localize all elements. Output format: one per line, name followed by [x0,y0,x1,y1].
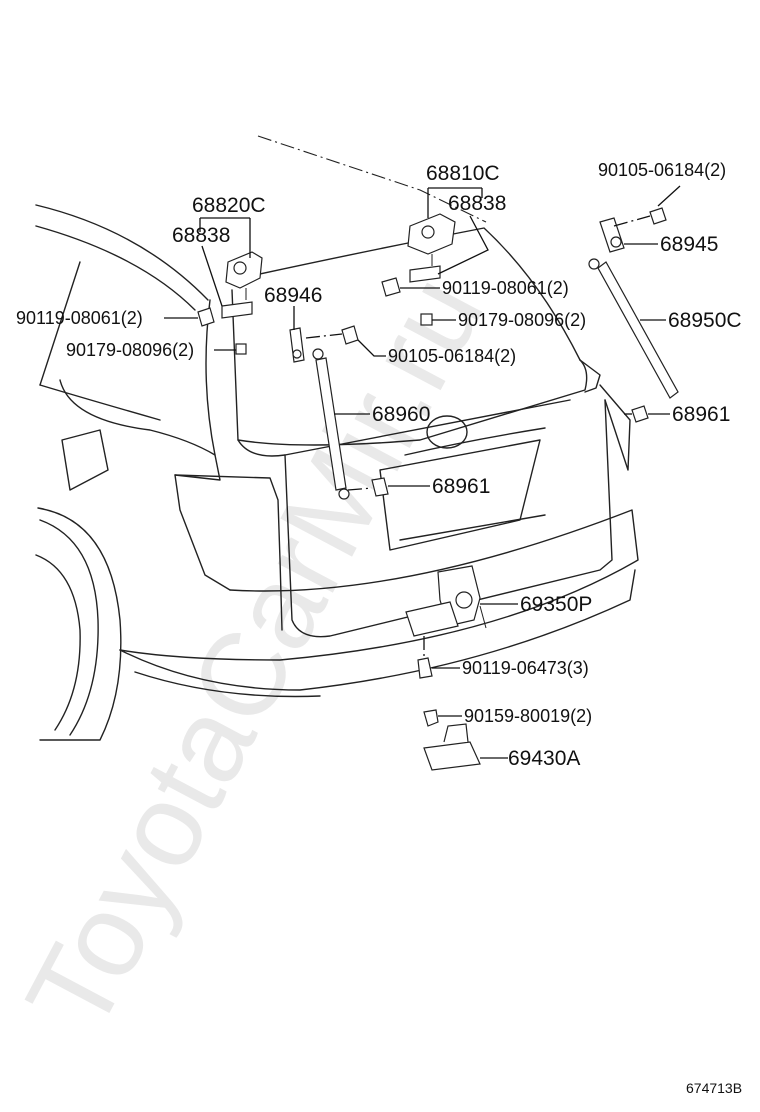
bolt-90119-left [197,307,215,327]
bolt-90119-06473 [417,657,433,679]
label-90119-06473: 90119-06473(3) [462,658,589,678]
nut-90179-left [235,343,247,355]
gas-strut-68950C [588,258,679,399]
label-69350P: 69350P [520,593,592,616]
stay-bracket-68946 [289,327,305,363]
figure-code: 674713B [686,1080,742,1096]
label-68838-left: 68838 [172,224,230,247]
gas-strut-68960 [312,348,350,500]
stay-bracket-68945 [599,217,625,253]
label-90105-06184-mid: 90105-06184(2) [388,346,516,366]
bolt-90105-top [649,207,667,225]
label-90159-80019: 90159-80019(2) [464,706,592,726]
ball-stud-68961-mid [371,477,389,497]
leader-lines [164,185,681,759]
left-hinge-68820C [221,251,263,319]
label-68820C: 68820C [192,194,266,217]
bolt-90119-right [381,277,401,297]
watermark-text: ToyotaCarMir.ru [1,255,509,1052]
label-68961-right: 68961 [672,403,730,426]
ball-stud-68961-right [631,405,649,423]
label-68960: 68960 [372,403,430,426]
label-90179-08096-left: 90179-08096(2) [66,340,194,360]
label-68838-right: 68838 [448,192,506,215]
door-lock-69350P [405,565,487,637]
label-68961-mid: 68961 [432,475,490,498]
label-90119-08061-right: 90119-08061(2) [442,278,569,298]
label-90105-06184-top: 90105-06184(2) [598,160,726,180]
screw-90159-80019 [423,709,439,727]
label-68810C: 68810C [426,162,500,185]
label-68950C: 68950C [668,309,742,332]
label-90119-08061-left: 90119-08061(2) [16,308,143,328]
right-hinge-68810C [407,213,456,283]
vehicle-rear-body [35,135,639,741]
nut-90179-right [420,313,433,326]
striker-69430A [423,723,481,771]
label-68946: 68946 [264,284,322,307]
label-90179-08096-right: 90179-08096(2) [458,310,586,330]
label-68945: 68945 [660,233,718,256]
part-labels: 68820C 68838 90119-08061(2) 90179-08096(… [16,160,742,770]
label-69430A: 69430A [508,747,580,770]
